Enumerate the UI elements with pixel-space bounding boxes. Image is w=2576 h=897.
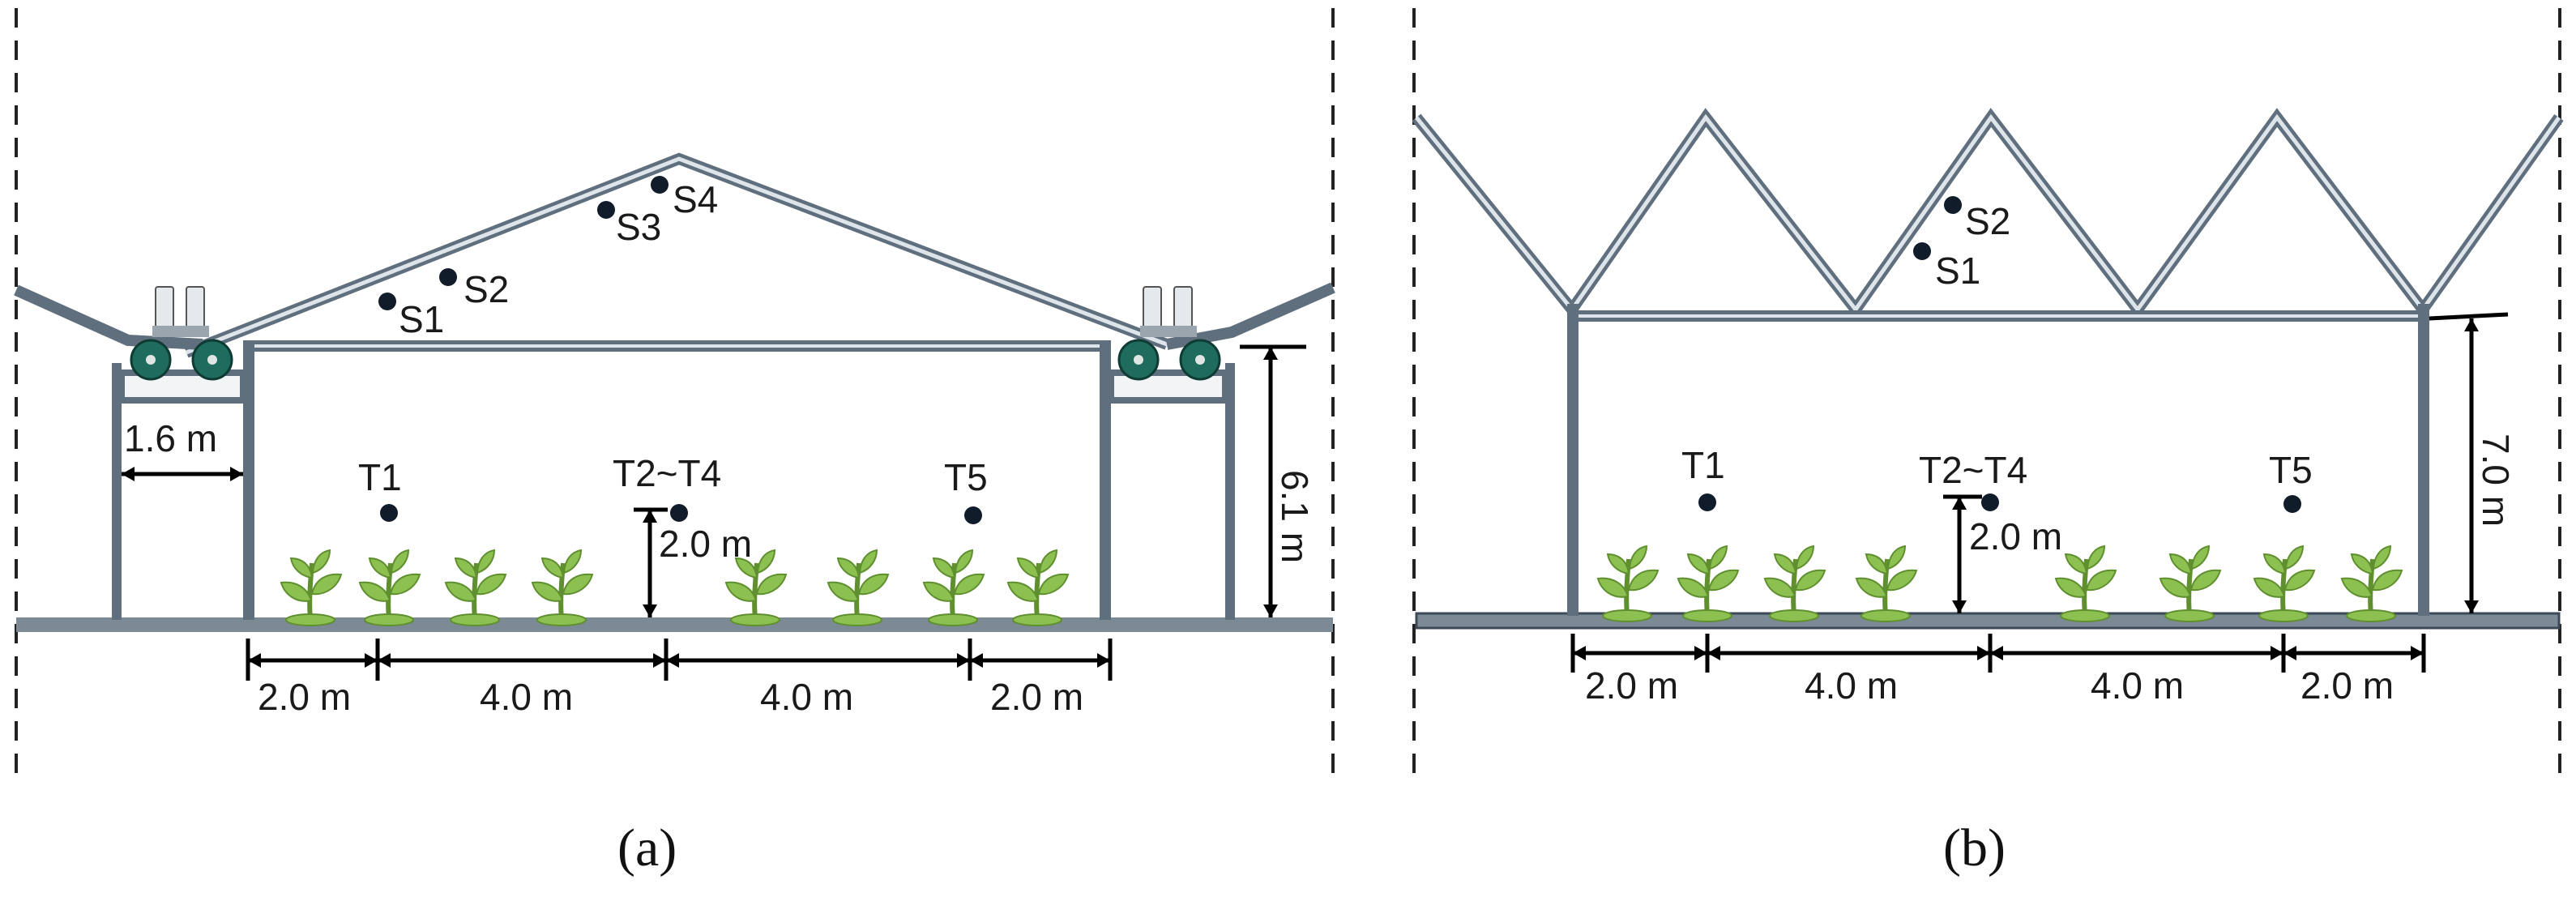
corridor-width-label: 1.6 m: [124, 417, 217, 459]
plant-icon: [2254, 546, 2314, 621]
span-label: 4.0 m: [1805, 664, 1898, 707]
panel-a: 1.6 m 6.1 m S1 S2 S3 S4 T1 T2~T4 T5 2.0 …: [14, 8, 1335, 878]
sensor-dot-icon: [1944, 196, 1962, 214]
column: [1567, 304, 1578, 616]
span-label: 4.0 m: [480, 676, 573, 718]
sensor-dot-icon: [439, 268, 457, 286]
span-label: 4.0 m: [2091, 664, 2184, 707]
sensor-t5-label: T5: [2269, 449, 2313, 491]
sensor-dot-icon: [1981, 493, 1999, 511]
plant-icon: [2160, 546, 2220, 621]
span-dimensions: 2.0 m 4.0 m 4.0 m 2.0 m: [1570, 634, 2426, 707]
floor: [16, 617, 1333, 632]
sensor-t2-t4-label: T2~T4: [1919, 449, 2027, 491]
sensor-t1-label: T1: [1681, 444, 1725, 486]
gable-roof: [184, 152, 1169, 358]
sensor-t1-label: T1: [358, 456, 402, 498]
plant-icon: [1008, 550, 1068, 626]
plant-icon: [532, 550, 592, 626]
sensor-height-label: 2.0 m: [1969, 515, 2062, 557]
sensor-dot-icon: [597, 201, 615, 219]
plant-icon: [1765, 546, 1825, 621]
sensor-dot-icon: [1698, 493, 1716, 511]
sensor-s2-label: S2: [1965, 200, 2010, 242]
side-roof: [14, 282, 1335, 350]
plant-icon: [924, 550, 984, 626]
height-label: 6.1 m: [1274, 470, 1316, 563]
sensor-s3-label: S3: [616, 206, 661, 248]
span-label: 4.0 m: [760, 676, 853, 718]
span-label: 2.0 m: [990, 676, 1083, 718]
plant-icon: [1678, 546, 1738, 621]
plant-icon: [2056, 546, 2116, 621]
span-dimensions: 2.0 m 4.0 m 4.0 m 2.0 m: [246, 639, 1113, 718]
column: [243, 340, 254, 620]
sensor-s2-label: S2: [464, 268, 509, 310]
panel-caption: (b): [1943, 818, 2006, 878]
plant-icon: [446, 550, 506, 626]
plant-icon: [828, 550, 888, 626]
plant-icon: [1856, 546, 1916, 621]
sensor-dot-icon: [380, 504, 398, 522]
sensor-dot-icon: [2283, 495, 2301, 513]
column: [1225, 363, 1235, 620]
span-label: 2.0 m: [1585, 664, 1678, 707]
sensor-t2-t4-label: T2~T4: [613, 452, 721, 494]
column: [2418, 304, 2429, 616]
sensor-dot-icon: [1913, 242, 1931, 260]
plant-icon: [281, 550, 341, 626]
column: [112, 363, 122, 620]
sensor-dot-icon: [964, 506, 982, 524]
sensor-dot-icon: [651, 176, 669, 194]
sensor-s1-label: S1: [399, 298, 444, 340]
plant-icon: [2342, 546, 2402, 621]
span-label: 2.0 m: [2300, 664, 2394, 707]
sensor-dot-icon: [378, 293, 396, 310]
plant-icon: [1598, 546, 1658, 621]
span-label: 2.0 m: [258, 676, 351, 718]
sensor-dot-icon: [670, 504, 688, 522]
plant-icon: [360, 550, 420, 626]
sensor-t5-label: T5: [944, 456, 988, 498]
sensor-s4-label: S4: [673, 178, 718, 220]
roof-vent-motor-icon: [130, 285, 233, 381]
height-label: 7.0 m: [2475, 434, 2517, 527]
panel-caption: (a): [617, 818, 677, 878]
sensor-s1-label: S1: [1935, 250, 1980, 292]
sawtooth-roof: [1412, 108, 2564, 319]
panel-b: S1 S2 7.0 m T1 T2~T4 T5 2.0 m: [1412, 8, 2564, 878]
column: [1100, 340, 1111, 620]
